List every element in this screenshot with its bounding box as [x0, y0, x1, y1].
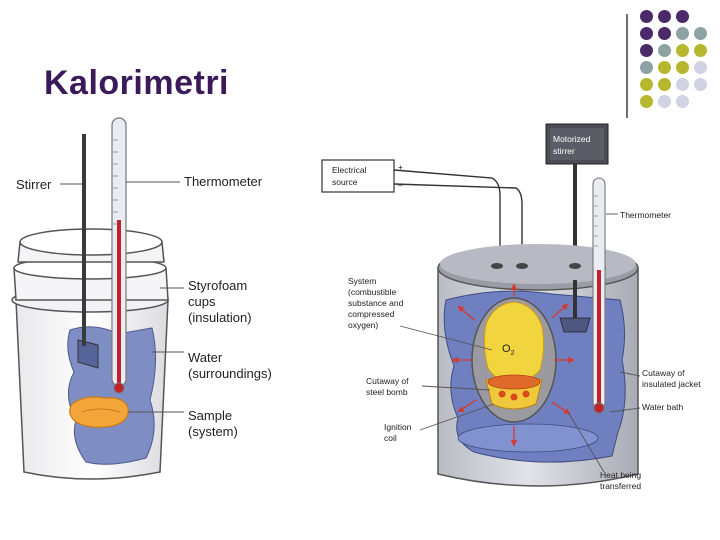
- decorative-dot: [658, 44, 671, 57]
- label-heat-2: transferred: [600, 481, 641, 491]
- label-styrofoam-2: cups: [188, 294, 216, 309]
- decorative-dot: [658, 27, 671, 40]
- decorative-dot-grid: [640, 10, 718, 120]
- label-motorized-2: stirrer: [553, 146, 575, 156]
- label-plus: +: [398, 162, 403, 172]
- decorative-dot: [676, 95, 689, 108]
- decorative-dot: [658, 61, 671, 74]
- decorative-dot: [694, 44, 707, 57]
- label-ignition-2: coil: [384, 433, 397, 443]
- label-sample-2: (system): [188, 424, 238, 439]
- label-system-1: System: [348, 276, 376, 286]
- decorative-dot: [640, 27, 653, 40]
- label-sample-1: Sample: [188, 408, 232, 423]
- bomb-calorimeter: [321, 123, 641, 487]
- decorative-dot: [658, 78, 671, 91]
- label-thermometer-right: Thermometer: [620, 210, 671, 220]
- label-water-2: (surroundings): [188, 366, 272, 381]
- decorative-dot: [658, 10, 671, 23]
- label-o2: O2: [502, 343, 515, 357]
- label-water-1: Water: [188, 350, 223, 365]
- decorative-dot: [640, 44, 653, 57]
- label-bomb-2: steel bomb: [366, 387, 408, 397]
- label-system-2: (combustible: [348, 287, 396, 297]
- decorative-dot: [676, 27, 689, 40]
- label-motorized-1: Motorized: [553, 134, 591, 144]
- label-heat-1: Heat being: [600, 470, 641, 480]
- label-styrofoam-1: Styrofoam: [188, 278, 247, 293]
- label-water-bath: Water bath: [642, 402, 684, 412]
- slide-title: Kalorimetri: [44, 64, 229, 102]
- coffee-cup-calorimeter: [11, 117, 184, 480]
- title-divider-line: [626, 14, 628, 118]
- label-system-5: oxygen): [348, 320, 378, 330]
- decorative-dot: [676, 78, 689, 91]
- label-electrical-2: source: [332, 177, 358, 187]
- decorative-dot: [694, 27, 707, 40]
- label-styrofoam-3: (insulation): [188, 310, 252, 325]
- label-thermometer-left: Thermometer: [184, 174, 263, 189]
- decorative-dot: [640, 78, 653, 91]
- label-jacket-1: Cutaway of: [642, 368, 685, 378]
- label-stirrer: Stirrer: [16, 177, 52, 192]
- label-ignition-1: Ignition: [384, 422, 412, 432]
- decorative-dot: [640, 61, 653, 74]
- decorative-dot: [640, 10, 653, 23]
- decorative-dot: [640, 95, 653, 108]
- decorative-dot: [676, 44, 689, 57]
- decorative-dot: [676, 10, 689, 23]
- label-bomb-1: Cutaway of: [366, 376, 409, 386]
- label-electrical-1: Electrical: [332, 165, 367, 175]
- label-system-3: substance and: [348, 298, 404, 308]
- label-minus: –: [398, 180, 403, 190]
- label-system-4: compressed: [348, 309, 395, 319]
- decorative-dot: [694, 61, 707, 74]
- label-jacket-2: insulated jacket: [642, 379, 701, 389]
- decorative-dot: [676, 61, 689, 74]
- decorative-dot: [658, 95, 671, 108]
- decorative-dot: [694, 78, 707, 91]
